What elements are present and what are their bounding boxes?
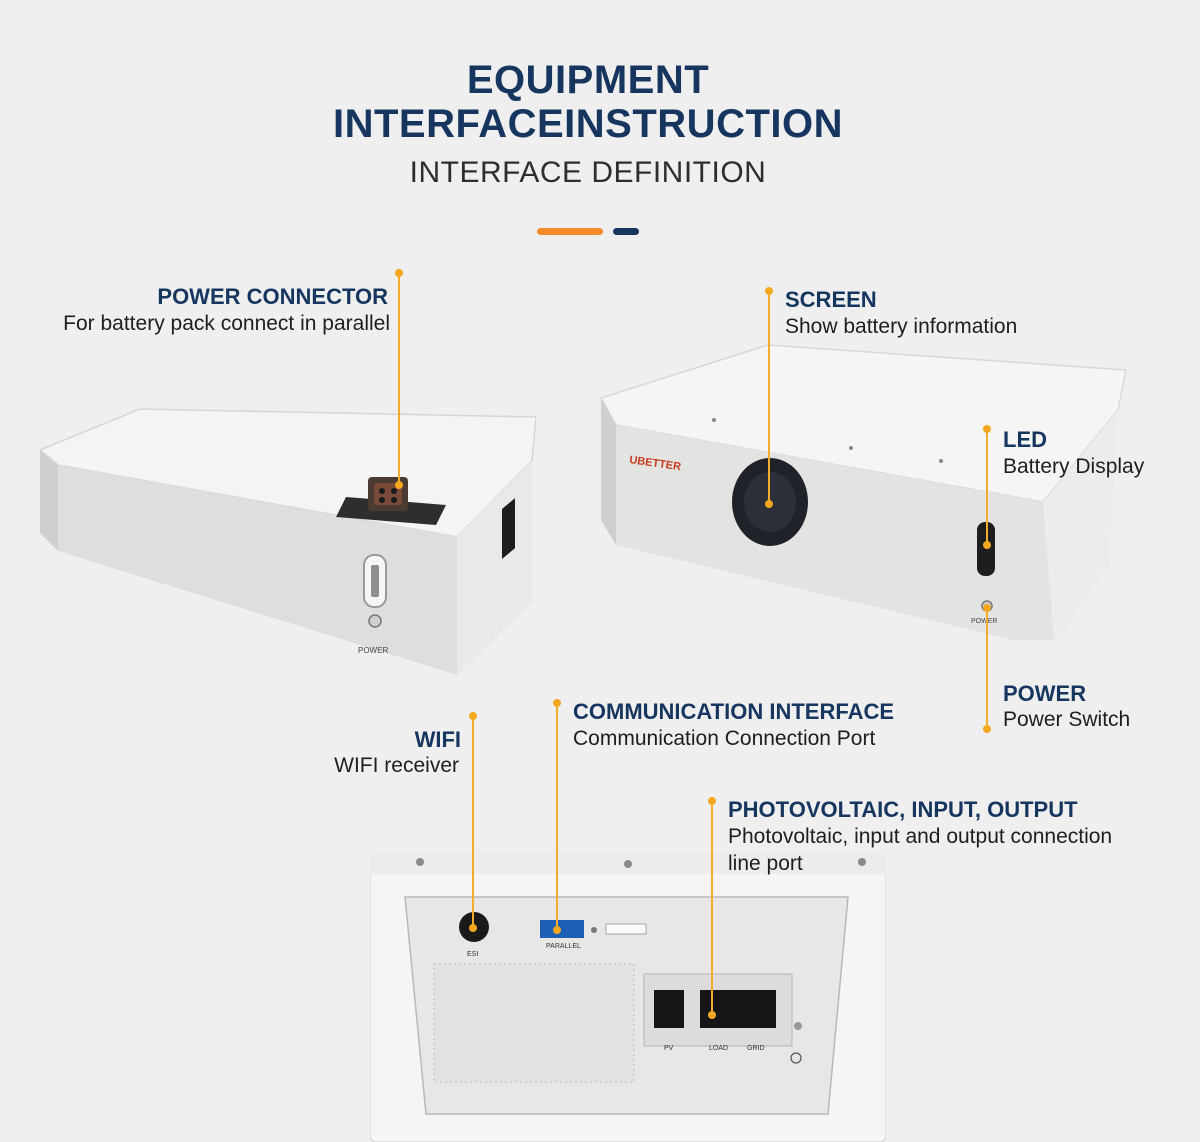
communication-title: COMMUNICATION INTERFACE — [573, 699, 895, 724]
power-dot-bottom — [983, 725, 991, 733]
screen-leader — [768, 291, 770, 504]
wifi-desc: WIFI receiver — [334, 754, 459, 777]
power-leader — [986, 608, 988, 729]
wifi-title: WIFI — [414, 727, 461, 752]
led-title: LED — [1003, 427, 1047, 452]
grid-label: GRID — [747, 1045, 765, 1052]
power-desc: Power Switch — [1003, 708, 1131, 731]
load-label: LOAD — [709, 1045, 728, 1052]
pv-leader — [711, 801, 713, 1015]
led-leader — [986, 429, 988, 545]
communication-dot-bottom — [553, 926, 561, 934]
screen-title: SCREEN — [785, 287, 877, 312]
accent-bar-orange — [537, 228, 603, 235]
power-label-right: POWER — [971, 618, 997, 625]
wifi-leader — [472, 716, 474, 928]
esi-label: ESI — [467, 951, 478, 958]
screen-dot-top — [765, 287, 773, 295]
power-connector-dot-bottom — [395, 481, 403, 489]
power-connector-title: POWER CONNECTOR — [157, 284, 388, 309]
screen-dot-bottom — [765, 500, 773, 508]
battery-rear-panel: ESI PARALLEL PV LOAD GRID — [370, 852, 886, 1142]
power-connector-dot-top — [395, 269, 403, 277]
accent-bar-navy — [613, 228, 639, 235]
battery-module-right: POWER UBETTER — [599, 344, 1127, 640]
communication-leader — [556, 703, 558, 930]
wifi-dot-bottom — [469, 924, 477, 932]
power-connector-leader — [398, 273, 400, 485]
screen-desc: Show battery information — [785, 315, 1018, 338]
page-subtitle: INTERFACE DEFINITION — [409, 156, 767, 189]
led-dot-bottom — [983, 541, 991, 549]
power-dot-top — [983, 604, 991, 612]
led-dot-top — [983, 425, 991, 433]
power-label-left: POWER — [358, 646, 388, 655]
pv-label: PV — [664, 1045, 674, 1052]
communication-dot-top — [553, 699, 561, 707]
pv-dot-top — [708, 797, 716, 805]
page-title-line-2: INTERFACEINSTRUCTION — [333, 102, 843, 146]
parallel-label: PARALLEL — [546, 943, 581, 950]
battery-module-left: POWER — [38, 408, 536, 675]
power-connector-desc: For battery pack connect in parallel — [63, 312, 390, 335]
pv-dot-bottom — [708, 1011, 716, 1019]
led-desc: Battery Display — [1003, 455, 1145, 478]
page-title-line-1: EQUIPMENT — [466, 58, 710, 102]
wifi-dot-top — [469, 712, 477, 720]
communication-desc: Communication Connection Port — [573, 727, 876, 750]
pv-title: PHOTOVOLTAIC, INPUT, OUTPUT — [728, 797, 1078, 822]
pv-desc-line2: line port — [728, 852, 803, 875]
pv-desc-line1: Photovoltaic, input and output connectio… — [728, 825, 1113, 848]
power-title: POWER — [1003, 681, 1087, 706]
